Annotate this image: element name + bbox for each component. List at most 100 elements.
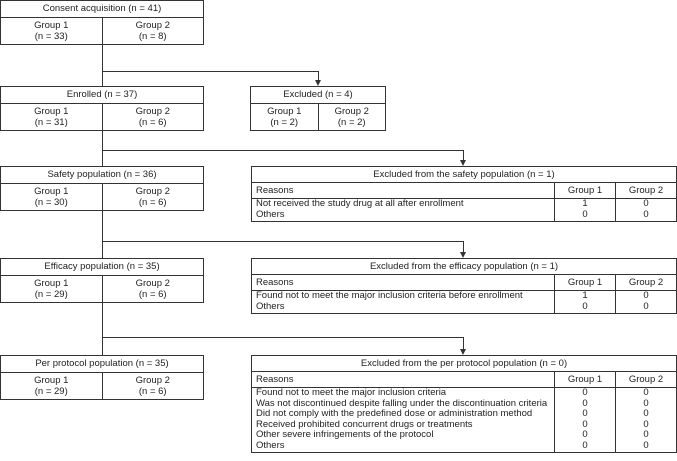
arrow-icon	[460, 252, 466, 258]
table-row: Was not discontinued despite falling und…	[251, 398, 677, 409]
group-2-count: 0	[615, 209, 677, 222]
reason: Others	[251, 301, 555, 314]
flow-box: Per protocol population (n = 35) Group 1…	[0, 355, 204, 400]
group-1-count: 1	[554, 198, 616, 210]
box-title: Excluded (n = 4)	[251, 87, 385, 104]
group-1: Group 1(n = 29)	[1, 276, 103, 302]
group-1: Group 1(n = 2)	[251, 104, 319, 130]
table-row: Found not to meet the major inclusion cr…	[251, 387, 677, 399]
table-row: Received prohibited concurrent drugs or …	[251, 419, 677, 430]
header-reasons: Reasons	[251, 182, 555, 199]
group-2-count: 0	[615, 408, 677, 420]
group-1-count: 0	[554, 209, 616, 222]
group-count: (n = 6)	[138, 289, 167, 300]
group-2-count: 0	[615, 419, 677, 430]
box-title: Consent acquisition (n = 41)	[1, 1, 203, 18]
group-1: Group 1(n = 31)	[1, 104, 103, 130]
group-1-count: 0	[554, 408, 616, 420]
group-2: Group 2(n = 6)	[103, 276, 204, 302]
exclusion-table: Excluded from the safety population (n =…	[251, 166, 677, 222]
reason: Did not comply with the predefined dose …	[251, 408, 555, 420]
group-label: Group 2	[334, 106, 369, 117]
group-label: Group 2	[135, 186, 170, 197]
arrow-icon	[460, 160, 466, 166]
branch-line-safety	[102, 150, 463, 151]
group-2-count: 0	[615, 398, 677, 409]
group-2: Group 2(n = 8)	[103, 18, 204, 44]
group-count: (n = 30)	[34, 197, 68, 208]
group-count: (n = 31)	[34, 117, 68, 128]
header-group-1: Group 1	[554, 182, 616, 199]
header-group-1: Group 1	[554, 274, 616, 291]
table-row: Did not comply with the predefined dose …	[251, 408, 677, 420]
group-1-count: 0	[554, 387, 616, 399]
group-count: (n = 6)	[138, 386, 167, 397]
group-2-count: 0	[615, 290, 677, 302]
group-1-count: 1	[554, 290, 616, 302]
excluded-box: Excluded (n = 4) Group 1(n = 2) Group 2(…	[250, 86, 386, 131]
table-row: Not received the study drug at all after…	[251, 198, 677, 210]
group-2-count: 0	[615, 440, 677, 453]
group-count: (n = 33)	[34, 31, 68, 42]
flow-box: Enrolled (n = 37) Group 1(n = 31) Group …	[0, 86, 204, 131]
group-label: Group 2	[135, 278, 170, 289]
reason: Not received the study drug at all after…	[251, 198, 555, 210]
flow-box: Consent acquisition (n = 41) Group 1(n =…	[0, 0, 204, 45]
group-2: Group 2(n = 6)	[103, 373, 204, 399]
group-label: Group 1	[34, 20, 69, 31]
group-label: Group 1	[34, 186, 69, 197]
group-2-count: 0	[615, 429, 677, 441]
table-title: Excluded from the safety population (n =…	[251, 166, 677, 183]
group-2-count: 0	[615, 301, 677, 314]
group-1-count: 0	[554, 440, 616, 453]
flow-box: Efficacy population (n = 35) Group 1(n =…	[0, 258, 204, 303]
branch-line-pp	[102, 337, 463, 338]
branch-line-efficacy-v	[463, 241, 464, 252]
header-group-2: Group 2	[615, 371, 677, 388]
group-label: Group 2	[135, 106, 170, 117]
group-1-count: 0	[554, 429, 616, 441]
group-count: (n = 8)	[138, 31, 167, 42]
header-group-2: Group 2	[615, 274, 677, 291]
group-label: Group 1	[34, 278, 69, 289]
reason: Others	[251, 209, 555, 222]
header-group-1: Group 1	[554, 371, 616, 388]
group-1: Group 1(n = 29)	[1, 373, 103, 399]
group-2-count: 0	[615, 387, 677, 399]
arrow-icon	[315, 80, 321, 86]
exclusion-table: Excluded from the efficacy population (n…	[251, 258, 677, 314]
branch-line-excluded	[102, 71, 318, 72]
group-2: Group 2(n = 6)	[103, 104, 204, 130]
table-row: Found not to meet the major inclusion cr…	[251, 290, 677, 302]
group-label: Group 1	[34, 375, 69, 386]
arrow-icon	[460, 349, 466, 355]
branch-line-excluded-v	[318, 71, 319, 80]
box-title: Safety population (n = 36)	[1, 167, 203, 184]
group-count: (n = 6)	[138, 197, 167, 208]
group-label: Group 1	[267, 106, 302, 117]
group-count: (n = 2)	[337, 117, 366, 128]
group-count: (n = 2)	[270, 117, 299, 128]
table-title: Excluded from the efficacy population (n…	[251, 258, 677, 275]
group-label: Group 2	[135, 20, 170, 31]
reason: Found not to meet the major inclusion cr…	[251, 387, 555, 399]
group-label: Group 2	[135, 375, 170, 386]
branch-line-pp-v	[463, 337, 464, 349]
flow-box: Safety population (n = 36) Group 1(n = 3…	[0, 166, 204, 211]
group-count: (n = 29)	[34, 289, 68, 300]
group-1-count: 0	[554, 301, 616, 314]
group-2: Group 2(n = 6)	[103, 184, 204, 210]
group-count: (n = 6)	[138, 117, 167, 128]
exclusion-table: Excluded from the per protocol populatio…	[251, 355, 677, 453]
table-title: Excluded from the per protocol populatio…	[251, 355, 677, 372]
group-1: Group 1(n = 33)	[1, 18, 103, 44]
group-count: (n = 29)	[34, 386, 68, 397]
reason: Found not to meet the major inclusion cr…	[251, 290, 555, 302]
header-group-2: Group 2	[615, 182, 677, 199]
box-title: Enrolled (n = 37)	[1, 87, 203, 104]
reason: Other severe infringements of the protoc…	[251, 429, 555, 441]
box-title: Efficacy population (n = 35)	[1, 259, 203, 276]
